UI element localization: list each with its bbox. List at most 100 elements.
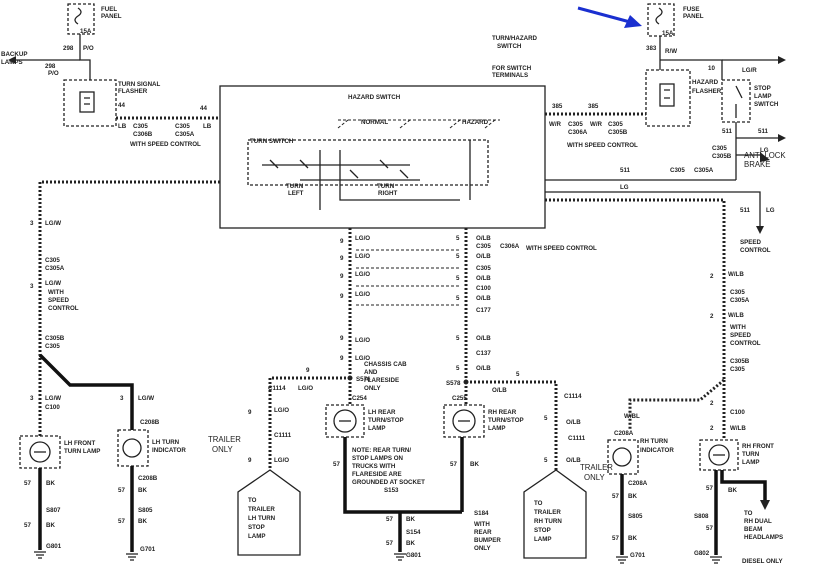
svg-text:C305: C305 bbox=[45, 343, 60, 350]
svg-text:BK: BK bbox=[728, 487, 737, 494]
svg-text:STOP LAMPS ON: STOP LAMPS ON bbox=[352, 455, 404, 462]
svg-text:STOP: STOP bbox=[754, 85, 771, 92]
svg-text:C306A: C306A bbox=[500, 243, 520, 250]
svg-text:BK: BK bbox=[628, 535, 637, 542]
svg-text:O/LB: O/LB bbox=[476, 235, 491, 242]
svg-text:O/LB: O/LB bbox=[476, 253, 491, 260]
svg-text:SPEED: SPEED bbox=[730, 332, 752, 339]
svg-text:INDICATOR: INDICATOR bbox=[152, 447, 186, 454]
svg-text:LB: LB bbox=[203, 123, 212, 130]
svg-text:LG: LG bbox=[766, 207, 775, 214]
svg-text:LG: LG bbox=[620, 184, 629, 191]
svg-text:LG/R: LG/R bbox=[742, 67, 757, 74]
svg-text:FUEL: FUEL bbox=[101, 6, 117, 13]
svg-text:TURN SWITCH: TURN SWITCH bbox=[250, 138, 294, 145]
svg-text:NOTE: REAR TURN/: NOTE: REAR TURN/ bbox=[352, 447, 411, 454]
svg-text:WITH: WITH bbox=[474, 521, 490, 528]
svg-text:57: 57 bbox=[612, 535, 619, 542]
svg-text:3: 3 bbox=[30, 283, 34, 290]
svg-text:9: 9 bbox=[248, 457, 252, 464]
trailer-lh-plug: TO TRAILER LH TURN STOP LAMP bbox=[237, 469, 301, 556]
svg-text:2: 2 bbox=[710, 313, 714, 320]
svg-text:LG/O: LG/O bbox=[355, 271, 370, 278]
svg-text:FLASHER: FLASHER bbox=[118, 88, 148, 95]
svg-text:LAMP: LAMP bbox=[248, 533, 266, 540]
svg-text:TERMINALS: TERMINALS bbox=[492, 72, 528, 79]
wire-298 bbox=[79, 34, 91, 80]
svg-text:C1114: C1114 bbox=[564, 393, 582, 400]
svg-text:C305: C305 bbox=[476, 243, 491, 250]
svg-text:TURN/STOP: TURN/STOP bbox=[488, 417, 524, 424]
rh-front-turn-lamp: RH FRONT TURN LAMP bbox=[699, 439, 774, 471]
svg-text:CONTROL: CONTROL bbox=[740, 247, 771, 254]
svg-text:LH FRONT: LH FRONT bbox=[64, 440, 95, 447]
svg-text:9: 9 bbox=[248, 409, 252, 416]
svg-text:WITH: WITH bbox=[48, 289, 64, 296]
svg-text:BK: BK bbox=[406, 516, 415, 523]
svg-text:57: 57 bbox=[386, 540, 393, 547]
svg-text:C208A: C208A bbox=[628, 480, 648, 487]
lh-rear-turn-stop-lamp: LH REAR TURN/STOP LAMP bbox=[325, 404, 404, 438]
svg-text:LAMP: LAMP bbox=[754, 93, 772, 100]
svg-text:5: 5 bbox=[456, 275, 460, 282]
svg-text:LAMPS: LAMPS bbox=[1, 59, 23, 66]
svg-text:3: 3 bbox=[30, 220, 34, 227]
svg-text:S808: S808 bbox=[694, 513, 709, 520]
svg-text:HAZARD: HAZARD bbox=[462, 119, 489, 126]
svg-text:FLASHER: FLASHER bbox=[692, 88, 722, 95]
svg-text:9: 9 bbox=[306, 367, 310, 374]
svg-text:TURN/HAZARD: TURN/HAZARD bbox=[492, 35, 538, 42]
svg-text:LG/W: LG/W bbox=[138, 395, 154, 402]
svg-text:BRAKE: BRAKE bbox=[744, 160, 770, 169]
svg-text:R/W: R/W bbox=[665, 48, 677, 55]
svg-text:C208A: C208A bbox=[614, 430, 634, 437]
rh-rear-turn-stop-lamp: RH REAR TURN/STOP LAMP bbox=[443, 404, 524, 438]
svg-text:5: 5 bbox=[456, 365, 460, 372]
svg-text:LAMP: LAMP bbox=[534, 536, 552, 543]
svg-text:FLARESIDE ARE: FLARESIDE ARE bbox=[352, 471, 402, 478]
svg-text:2: 2 bbox=[710, 425, 714, 432]
svg-text:57: 57 bbox=[386, 516, 393, 523]
svg-text:511: 511 bbox=[758, 128, 769, 135]
svg-text:57: 57 bbox=[612, 493, 619, 500]
svg-text:C305B: C305B bbox=[712, 153, 732, 160]
svg-text:BK: BK bbox=[46, 522, 55, 529]
svg-text:W/R: W/R bbox=[549, 121, 562, 128]
svg-text:TURN: TURN bbox=[286, 183, 304, 190]
svg-text:2: 2 bbox=[710, 400, 714, 407]
svg-text:C305: C305 bbox=[730, 289, 745, 296]
svg-text:5: 5 bbox=[456, 335, 460, 342]
svg-text:TO: TO bbox=[534, 500, 543, 507]
svg-text:C305: C305 bbox=[568, 121, 583, 128]
svg-text:9: 9 bbox=[340, 293, 344, 300]
svg-text:ONLY: ONLY bbox=[364, 385, 381, 392]
svg-text:BK: BK bbox=[406, 540, 415, 547]
svg-text:LG/O: LG/O bbox=[355, 235, 370, 242]
svg-text:2: 2 bbox=[710, 273, 714, 280]
svg-text:LB: LB bbox=[118, 123, 127, 130]
svg-text:C305: C305 bbox=[730, 366, 745, 373]
svg-text:LG/O: LG/O bbox=[355, 337, 370, 344]
svg-text:C100: C100 bbox=[476, 285, 491, 292]
svg-text:G801: G801 bbox=[406, 552, 422, 559]
svg-text:SWITCH: SWITCH bbox=[497, 43, 522, 50]
svg-text:298: 298 bbox=[63, 45, 74, 52]
svg-text:G701: G701 bbox=[140, 546, 156, 553]
svg-text:RH REAR: RH REAR bbox=[488, 409, 517, 416]
svg-text:FOR SWITCH: FOR SWITCH bbox=[492, 65, 532, 72]
svg-text:57: 57 bbox=[706, 525, 713, 532]
rh-turn-indicator: RH TURN INDICATOR bbox=[607, 438, 674, 475]
svg-text:STOP: STOP bbox=[534, 527, 551, 534]
svg-text:511: 511 bbox=[740, 207, 751, 214]
lh-turn-indicator: LH TURN INDICATOR bbox=[117, 429, 186, 467]
svg-text:DIESEL ONLY: DIESEL ONLY bbox=[742, 558, 783, 565]
svg-text:TRAILER: TRAILER bbox=[208, 435, 241, 444]
svg-text:TRAILER: TRAILER bbox=[248, 506, 275, 513]
svg-text:C254: C254 bbox=[352, 395, 367, 402]
svg-text:C208B: C208B bbox=[140, 419, 160, 426]
svg-text:15A: 15A bbox=[80, 28, 92, 35]
svg-text:511: 511 bbox=[722, 128, 733, 135]
ground-symbols bbox=[34, 551, 722, 564]
svg-text:C1114: C1114 bbox=[268, 385, 286, 392]
